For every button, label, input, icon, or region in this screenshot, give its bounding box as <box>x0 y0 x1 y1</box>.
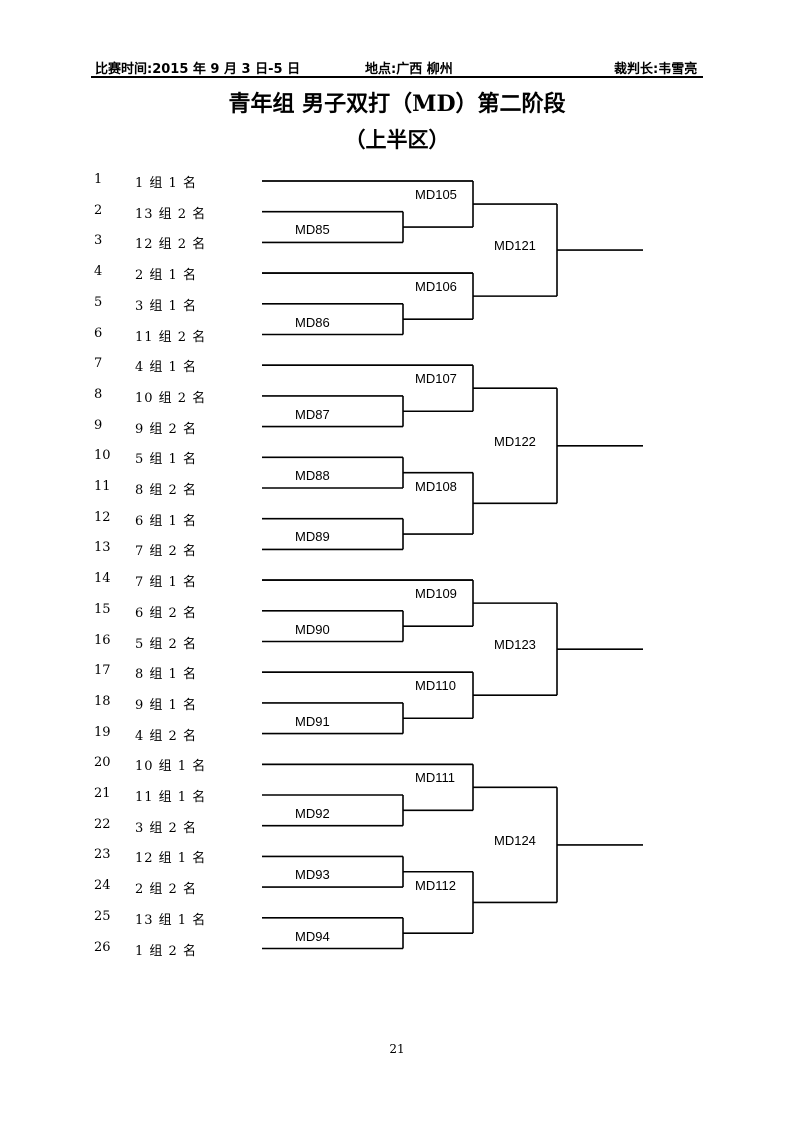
page-number: 21 <box>389 1042 405 1056</box>
entry-number: 6 <box>94 325 103 341</box>
entry-name: 11 组 1 名 <box>135 790 207 805</box>
entry-name: 1 组 2 名 <box>135 943 197 959</box>
page-title: 青年组 男子双打（MD）第二阶段 <box>228 91 566 117</box>
r2-match-label: MD105 <box>415 187 457 202</box>
entry-number: 22 <box>94 816 111 832</box>
entry-number: 16 <box>94 632 111 648</box>
header-location: 地点:广西 柳州 <box>365 62 453 77</box>
entry-number: 9 <box>94 417 103 433</box>
entry-name: 4 组 2 名 <box>135 728 197 744</box>
entry-number: 13 <box>94 540 111 556</box>
entry-number: 14 <box>94 571 111 587</box>
entry-name: 1 组 1 名 <box>135 176 197 191</box>
entry-name: 6 组 1 名 <box>135 513 197 529</box>
entry-name: 12 组 1 名 <box>135 851 207 867</box>
entry-number: 8 <box>94 386 103 402</box>
entry-name: 10 组 2 名 <box>135 390 207 406</box>
entry-number: 5 <box>94 294 103 310</box>
entry-number: 1 <box>94 172 103 187</box>
r2-match-label: MD109 <box>415 586 457 602</box>
entry-name: 7 组 1 名 <box>135 575 197 591</box>
entry-name: 13 组 1 名 <box>135 912 207 928</box>
entry-name: 4 组 1 名 <box>135 360 197 376</box>
entry-name: 3 组 2 名 <box>135 820 197 836</box>
entry-number: 17 <box>94 663 111 679</box>
entry-number: 12 <box>94 509 111 525</box>
r2-match-label: MD108 <box>415 478 457 494</box>
entry-name: 8 组 1 名 <box>135 667 197 683</box>
entry-name: 10 组 1 名 <box>135 759 207 775</box>
r1-match-label: MD85 <box>295 222 330 238</box>
entry-number: 26 <box>94 939 111 955</box>
r1-match-label: MD87 <box>295 406 330 422</box>
entry-number: 18 <box>94 693 111 709</box>
entry-number: 10 <box>94 448 111 464</box>
entry-name: 9 组 1 名 <box>135 697 197 713</box>
r1-match-label: MD90 <box>295 621 330 637</box>
r1-match-label: MD88 <box>295 468 330 483</box>
r2-match-label: MD112 <box>415 877 456 893</box>
r1-match-label: MD86 <box>295 314 330 330</box>
header-time: 比赛时间:2015 年 9 月 3 日-5 日 <box>95 62 301 77</box>
r1-match-label: MD89 <box>295 529 330 545</box>
entry-number: 20 <box>94 755 111 771</box>
entry-name: 13 组 2 名 <box>135 206 207 222</box>
entry-name: 11 组 2 名 <box>135 329 207 345</box>
r1-match-label: MD92 <box>295 805 330 821</box>
entry-number: 3 <box>94 233 103 249</box>
entry-name: 6 组 2 名 <box>135 605 197 621</box>
entry-name: 8 组 2 名 <box>135 483 197 498</box>
entry-name: 9 组 2 名 <box>135 421 197 437</box>
header-referee: 裁判长:韦雪亮 <box>614 62 698 77</box>
r3-match-label: MD123 <box>494 637 536 653</box>
r3-match-label: MD121 <box>494 238 536 254</box>
entry-name: 5 组 1 名 <box>135 452 197 468</box>
entry-number: 4 <box>94 264 103 280</box>
entry-name: 12 组 2 名 <box>135 237 207 253</box>
entry-name: 2 组 2 名 <box>135 882 197 898</box>
entry-name: 3 组 1 名 <box>135 298 197 314</box>
r3-match-label: MD122 <box>494 433 536 449</box>
entry-number: 15 <box>94 601 111 617</box>
r1-match-label: MD91 <box>295 713 330 729</box>
entry-number: 2 <box>94 202 103 218</box>
r2-match-label: MD106 <box>415 279 457 295</box>
r1-match-label: MD93 <box>295 867 330 883</box>
r2-match-label: MD110 <box>415 678 456 694</box>
page-subtitle: （上半区） <box>344 127 450 152</box>
entry-number: 7 <box>94 356 103 372</box>
entry-number: 23 <box>94 847 111 863</box>
entry-name: 7 组 2 名 <box>135 544 197 560</box>
r2-match-label: MD107 <box>415 371 457 387</box>
r2-match-label: MD111 <box>415 770 455 786</box>
entry-name: 5 组 2 名 <box>135 636 197 652</box>
entry-number: 21 <box>94 786 111 801</box>
entry-number: 11 <box>94 479 111 494</box>
entry-number: 24 <box>94 878 111 894</box>
entry-number: 19 <box>94 724 111 740</box>
r1-match-label: MD94 <box>295 928 330 944</box>
entry-name: 2 组 1 名 <box>135 268 197 284</box>
r3-match-label: MD124 <box>494 832 536 848</box>
entry-number: 25 <box>94 908 111 924</box>
header-divider <box>91 76 703 78</box>
